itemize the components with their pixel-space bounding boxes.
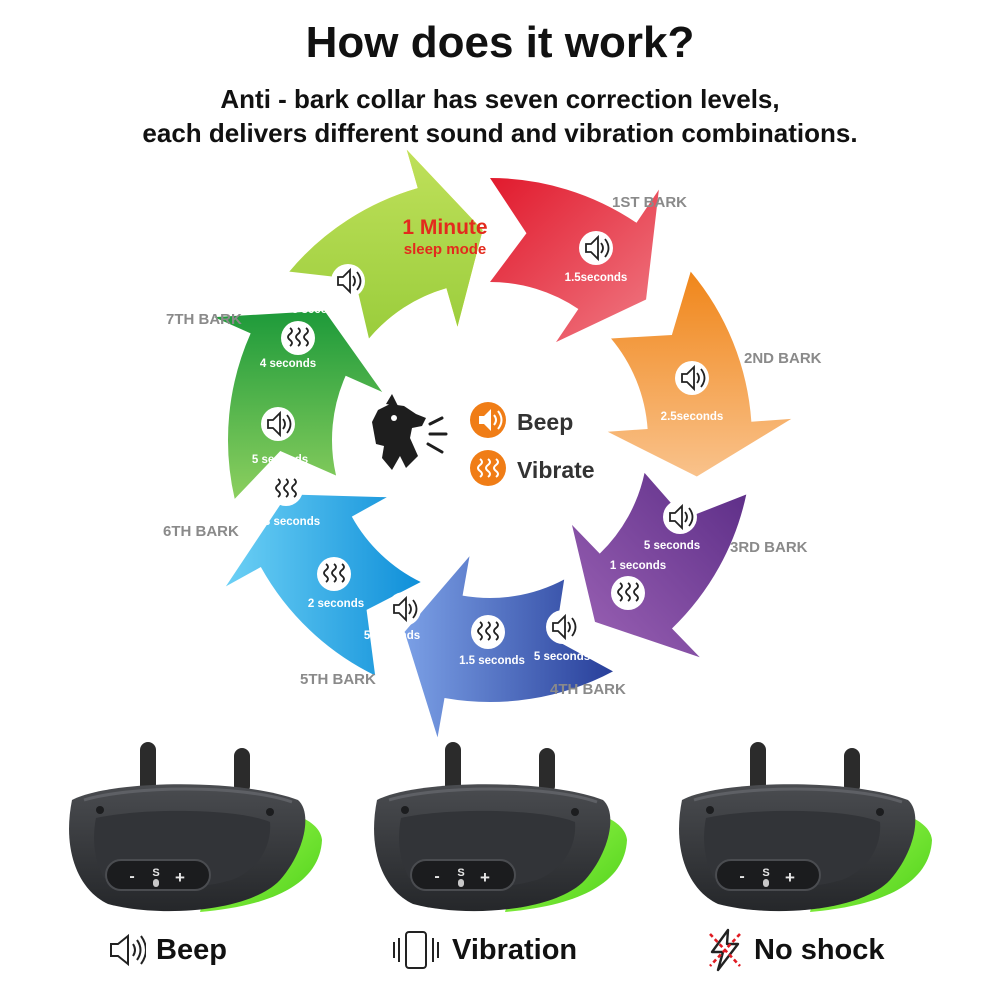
bark-2-beep-time: 2.5seconds — [661, 411, 724, 423]
arrow-bark-1 — [490, 178, 659, 343]
vibration-waves-icon — [611, 576, 645, 610]
barking-dog-icon — [372, 394, 448, 470]
bark-3-vibration-time: 1 seconds — [610, 560, 666, 572]
legend-vibrate-label: Vibrate — [517, 457, 595, 483]
feature-beep: Beep — [108, 928, 227, 972]
speaker-icon — [546, 610, 580, 644]
bark-4-vibration-time: 1.5 seconds — [459, 655, 525, 667]
feature-vibration-label: Vibration — [452, 933, 578, 966]
bark-label-7: 7TH BARK — [166, 311, 242, 328]
legend-vibrate-icon — [470, 450, 506, 486]
speaker-icon — [663, 500, 697, 534]
bark-5-vibration-time: 2 seconds — [308, 598, 364, 610]
phone-vibration-icon — [393, 931, 439, 969]
bark-6-beep-time: 5 seconds — [252, 454, 308, 466]
legend-beep-icon — [470, 402, 506, 438]
feature-beep-label: Beep — [156, 933, 227, 966]
collar-receiver-image: - S + — [374, 742, 627, 912]
bark-6-vibration-time: 3 seconds — [264, 516, 320, 528]
collar-plus-button: + — [480, 868, 490, 887]
collar-receiver-image: - S + — [679, 742, 932, 912]
no-shock-icon — [709, 928, 741, 972]
arrow-bark-6 — [214, 310, 383, 499]
speaker-icon — [110, 933, 146, 967]
collar-s-button: S — [762, 867, 769, 879]
bark-label-6: 6TH BARK — [163, 523, 239, 540]
vibration-waves-icon — [317, 557, 351, 591]
vibration-waves-icon — [281, 321, 315, 355]
page-title: How does it work? — [305, 18, 695, 67]
bark-7-beep-time: 5 seconds — [292, 304, 348, 316]
bark-label-4: 4TH BARK — [550, 681, 626, 698]
arrow-bark-7 — [289, 149, 483, 339]
bark-1-beep-time: 1.5seconds — [565, 272, 628, 284]
collar-s-button: S — [457, 867, 464, 879]
arrow-bark-3 — [571, 472, 747, 658]
speaker-icon — [387, 592, 421, 626]
speaker-icon — [331, 264, 365, 298]
collar-minus-button: - — [434, 868, 439, 885]
speaker-icon — [675, 361, 709, 395]
speaker-icon — [261, 407, 295, 441]
speaker-icon — [579, 231, 613, 265]
bark-label-2: 2ND BARK — [744, 350, 822, 367]
collar-minus-button: - — [129, 868, 134, 885]
vibration-waves-icon — [471, 615, 505, 649]
sleep-mode-subtitle: sleep mode — [404, 241, 487, 258]
subtitle-line-1: Anti - bark collar has seven correction … — [220, 84, 780, 114]
collar-s-button: S — [152, 867, 159, 879]
arrow-bark-4 — [404, 556, 614, 738]
bark-4-beep-time: 5 seconds — [534, 651, 590, 663]
legend-beep-label: Beep — [517, 409, 573, 435]
subtitle-line-2: each delivers different sound and vibrat… — [142, 118, 858, 148]
bark-7-vibration-time: 4 seconds — [260, 358, 316, 370]
feature-no-shock: No shock — [706, 928, 885, 972]
feature-vibration: Vibration — [390, 928, 577, 972]
collar-minus-button: - — [739, 868, 744, 885]
feature-no-shock-label: No shock — [754, 933, 885, 966]
sleep-mode-title: 1 Minute — [402, 216, 487, 239]
collar-receiver-image: - S + — [69, 742, 322, 912]
collar-plus-button: + — [175, 868, 185, 887]
bark-3-beep-time: 5 seconds — [644, 540, 700, 552]
bark-label-3: 3RD BARK — [730, 539, 808, 556]
bark-label-1: 1ST BARK — [612, 194, 687, 211]
vibration-waves-icon — [269, 472, 303, 506]
collar-plus-button: + — [785, 868, 795, 887]
bark-label-5: 5TH BARK — [300, 671, 376, 688]
bark-5-beep-time: 5 seconds — [364, 630, 420, 642]
